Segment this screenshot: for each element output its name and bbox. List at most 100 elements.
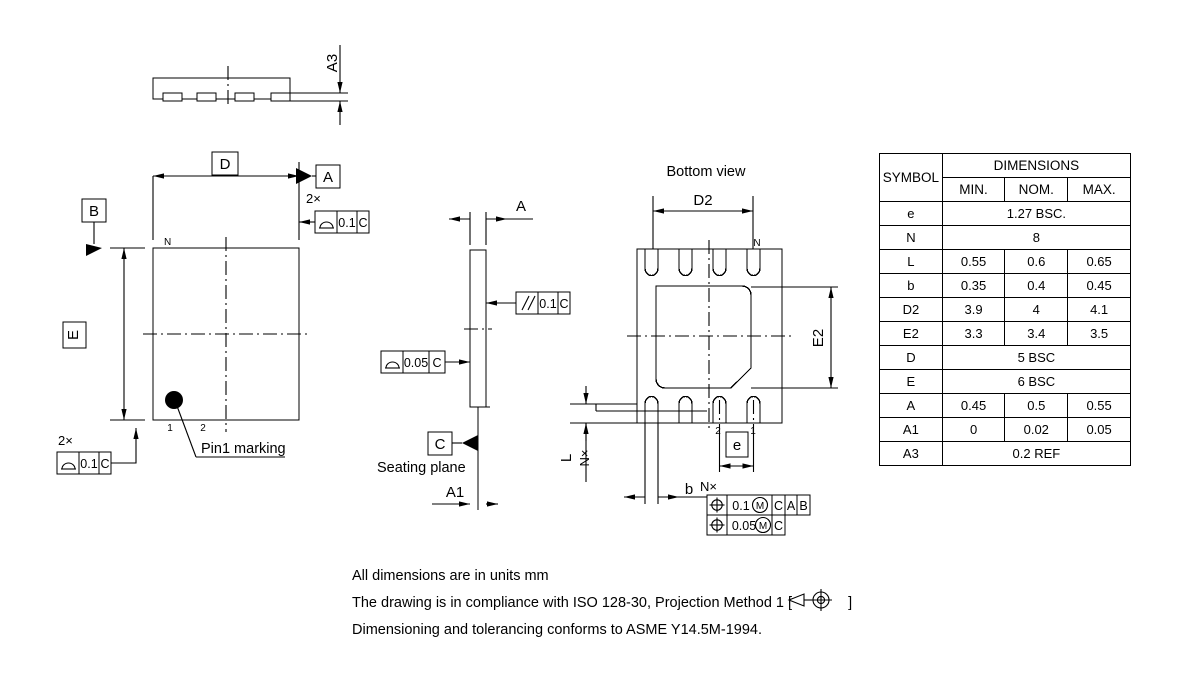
cell-symbol: N	[879, 225, 943, 250]
label-l: L	[558, 454, 575, 462]
fcf-profile-top-datum: C	[358, 216, 367, 230]
pin1-leader	[176, 405, 197, 458]
d-label-box	[211, 151, 239, 176]
cell-nom: 0.5	[1004, 393, 1069, 418]
projection-method-symbol	[787, 589, 832, 611]
label-a-dim: A	[516, 198, 526, 215]
label-datum-c: C	[435, 436, 446, 453]
view-side-section: A 0.1 C 0.05 C C	[377, 198, 571, 510]
fcf-profile-bottom-value: 0.1	[80, 457, 97, 471]
label-2x-bottom: 2×	[58, 433, 73, 448]
label-pin-n-top: N	[164, 237, 171, 248]
profile-of-surface-icon	[319, 221, 334, 229]
table-header-row-1: SYMBOL DIMENSIONS	[879, 153, 1132, 202]
fcf-profile-top: 0.1 C	[299, 210, 370, 234]
label-nx-left: N×	[577, 450, 592, 467]
fcf-flatness-datum: C	[432, 356, 441, 370]
fcf-pos1-datum-a: A	[787, 499, 796, 513]
note-line-2-text: The drawing is in compliance with ISO 12…	[352, 595, 793, 611]
cell-min: 0.35	[941, 273, 1006, 298]
label-pin-2-bottom: 2	[715, 426, 721, 437]
label-pin-2-top: 2	[200, 423, 206, 434]
fcf-pos1-value: 0.1	[732, 499, 749, 513]
cell-symbol: D	[879, 345, 943, 370]
cell-max: 0.55	[1067, 393, 1131, 418]
note-line-2-tail: ]	[848, 595, 853, 611]
mmc-modifier-circle-1	[751, 496, 769, 514]
cell-nom: 3.4	[1004, 321, 1069, 346]
mmc-modifier-circle-2	[754, 516, 772, 534]
label-seating-plane: Seating plane	[377, 460, 466, 476]
cell-symbol: A1	[879, 417, 943, 442]
fcf-profile-bottom-datum: C	[100, 457, 109, 471]
datum-b-box	[81, 198, 107, 223]
fcf-pos1-modifier: M	[756, 501, 764, 512]
table-header-row-2: MIN. NOM. MAX.	[880, 177, 1131, 202]
thermal-pad-outline	[655, 285, 752, 389]
cell-symbol: L	[879, 249, 943, 274]
fcf-pos1-datum-c: C	[774, 499, 783, 513]
table-row: D2 3.9 4 4.1	[879, 297, 1131, 322]
label-nx-fcf: N×	[700, 479, 717, 494]
datum-c-triangle	[462, 435, 478, 451]
cell-span: 8	[941, 225, 1132, 250]
profile-of-surface-icon-2	[61, 462, 76, 470]
label-b: b	[685, 481, 693, 498]
cell-nom: 0.4	[1004, 273, 1069, 298]
fcf-profile-bottom: 0.1 C	[56, 428, 139, 475]
cell-nom: 0.6	[1004, 249, 1069, 274]
dimensions-table: SYMBOL DIMENSIONS MIN. NOM. MAX. e 1.27 …	[879, 153, 1132, 466]
table-row: E2 3.3 3.4 3.5	[879, 321, 1131, 346]
notes-block: All dimensions are in units mm The drawi…	[352, 563, 852, 644]
fcf-flatness-value: 0.05	[404, 356, 428, 370]
table-row: A 0.45 0.5 0.55	[879, 393, 1131, 418]
fcf-parallelism: 0.1 C	[486, 291, 571, 315]
datum-b-triangle	[86, 244, 102, 256]
cell-min: 0.45	[941, 393, 1006, 418]
view-bottom: Bottom view D2	[558, 164, 838, 536]
label-a3: A3	[324, 54, 341, 72]
label-pin-1-top: 1	[167, 423, 173, 434]
table-row: N 8	[879, 225, 1132, 250]
cell-max: 3.5	[1067, 321, 1131, 346]
label-e: E	[65, 330, 82, 340]
fcf-pos2-datum-c: C	[774, 519, 783, 533]
table-row: D 5 BSC	[879, 345, 1132, 370]
view-top: D A 2× 0.1 C E B 2×	[56, 151, 370, 475]
label-datum-b: B	[89, 203, 99, 220]
cell-symbol: E	[879, 369, 943, 394]
profile-lead-pads	[162, 92, 291, 102]
header-nom: NOM.	[1004, 177, 1069, 202]
fcf-position-stack: 0.1 M C A B 0.05 M C	[706, 494, 811, 536]
label-d: D	[220, 156, 231, 173]
note-line-2: The drawing is in compliance with ISO 12…	[352, 590, 852, 617]
note-line-1: All dimensions are in units mm	[352, 568, 549, 584]
bottom-view-pads-bottom	[644, 395, 761, 423]
cell-symbol: b	[879, 273, 943, 298]
fcf-profile-bottom-leader	[111, 428, 139, 464]
cell-span: 0.2 REF	[941, 441, 1132, 466]
e-pitch-label-box	[725, 431, 749, 458]
header-dimensions: DIMENSIONS	[941, 153, 1132, 178]
table-row: E 6 BSC	[879, 369, 1132, 394]
label-a1: A1	[446, 484, 464, 501]
label-e-pitch: e	[733, 437, 741, 454]
table-row: A1 0 0.02 0.05	[879, 417, 1131, 442]
dimensions-table-body: SYMBOL DIMENSIONS MIN. NOM. MAX. e 1.27 …	[879, 153, 1132, 466]
cell-max: 0.05	[1067, 417, 1131, 442]
datum-a-triangle	[296, 168, 312, 184]
label-pin-n-bottom: N	[753, 238, 760, 249]
datum-c-box	[427, 431, 453, 456]
fcf-parallelism-value: 0.1	[539, 297, 556, 311]
parallelism-icon	[521, 295, 530, 311]
cell-min: 3.9	[941, 297, 1006, 322]
header-min: MIN.	[941, 177, 1006, 202]
header-max: MAX.	[1067, 177, 1131, 202]
label-datum-a: A	[323, 169, 333, 186]
fcf-pos1-datum-b: B	[799, 499, 807, 513]
cell-span: 6 BSC	[941, 369, 1132, 394]
label-pin1-marking: Pin1 marking	[201, 441, 286, 457]
cell-span: 5 BSC	[941, 345, 1132, 370]
